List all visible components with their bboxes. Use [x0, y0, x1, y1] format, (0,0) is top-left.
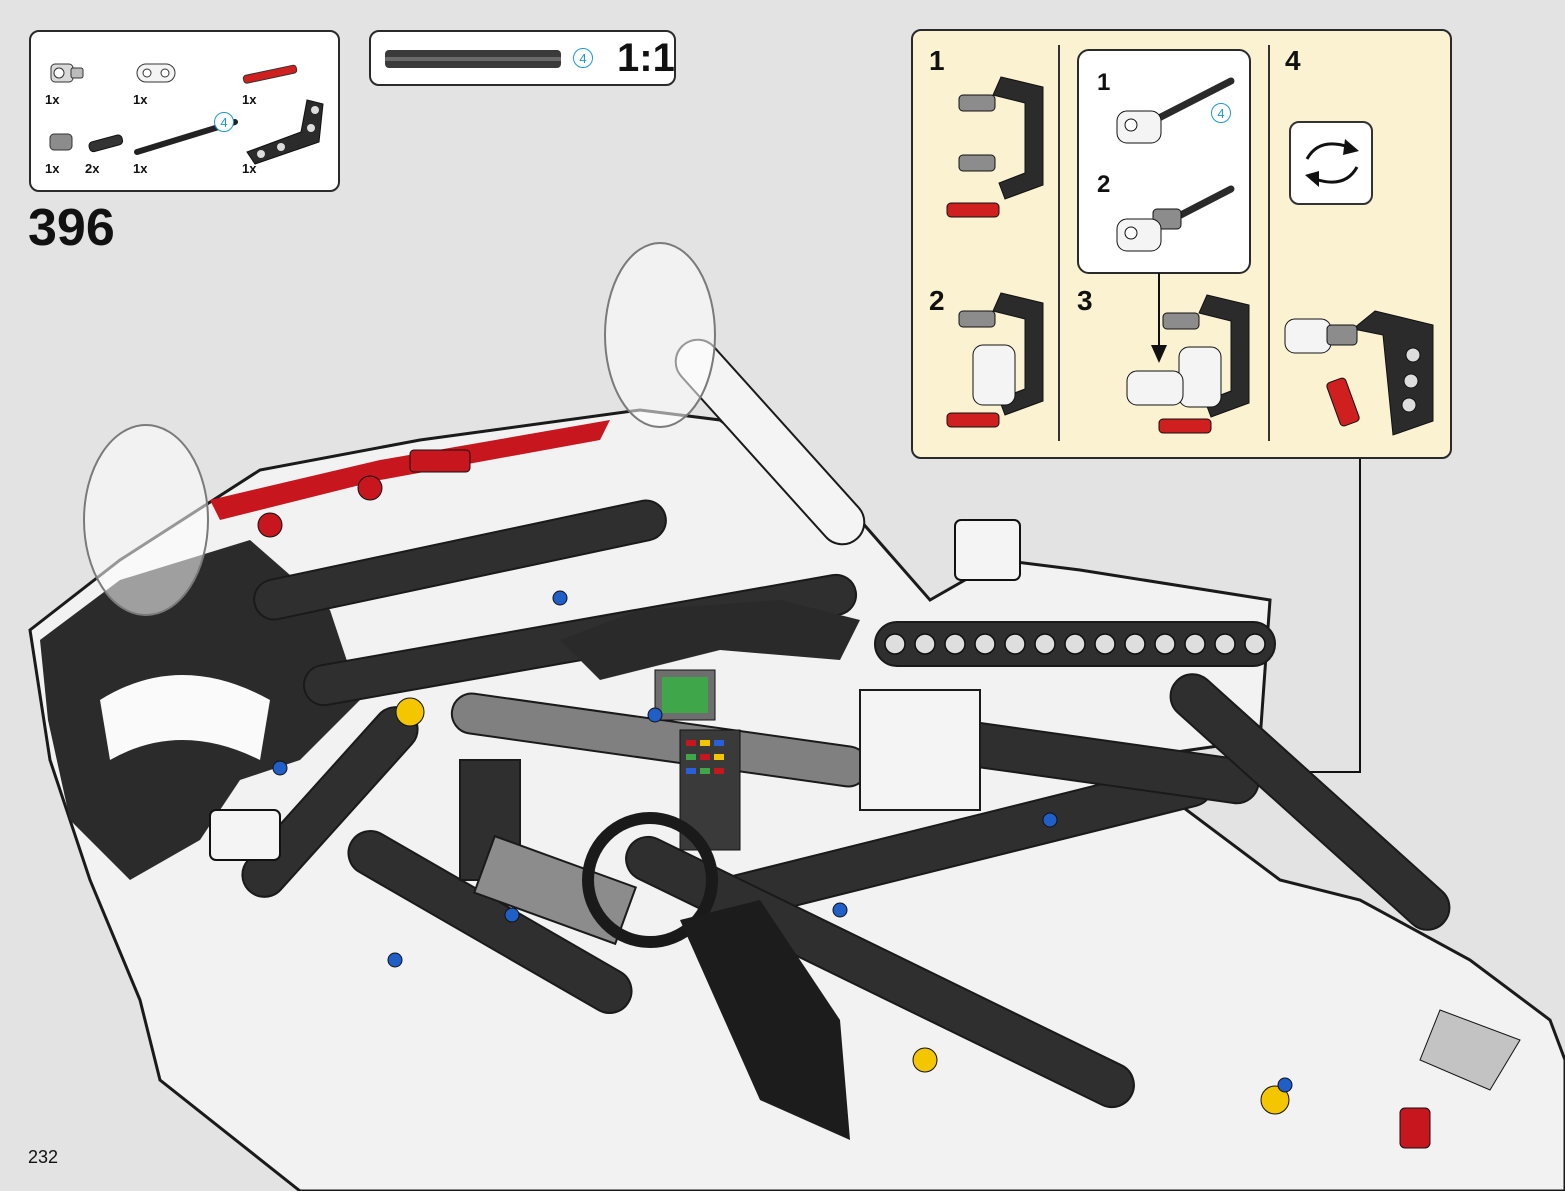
part-qty-2: 1x	[133, 92, 148, 107]
scale-reference-box: 4 1:1	[369, 30, 676, 86]
step-number: 396	[28, 199, 115, 257]
axle-length-badge: 4	[214, 112, 234, 132]
scale-axle-length-badge: 4	[573, 48, 593, 68]
inner-step-1-illustration	[1116, 77, 1235, 144]
rotate-model-icon	[1289, 121, 1373, 205]
callout-divider-1	[1058, 45, 1060, 441]
gray-bush-icon	[49, 133, 73, 151]
black-pin-icon	[88, 134, 124, 153]
red-axle-pin-icon	[242, 64, 298, 84]
inner-step-1-number: 1	[1097, 69, 1111, 96]
page-number: 232	[28, 1147, 59, 1167]
pin-connector-icon	[50, 63, 84, 83]
part-qty-4: 1x	[45, 161, 60, 176]
callout-divider-2	[1268, 45, 1270, 441]
part-qty-5: 2x	[85, 161, 100, 176]
part-qty-7: 1x	[242, 161, 257, 176]
substep-1-number: 1	[929, 45, 945, 76]
axle-scale-icon	[385, 50, 561, 68]
part-qty-1: 1x	[45, 92, 60, 107]
substep-4-illustration	[1284, 310, 1434, 436]
substep-1-illustration	[946, 76, 1044, 218]
substep-2-illustration	[946, 292, 1044, 428]
substep-callout: 1 2 3 4 1 2 4	[911, 29, 1452, 459]
substep-3-number: 3	[1077, 285, 1093, 316]
substep-4-number: 4	[1285, 45, 1301, 76]
white-beam-icon	[136, 63, 176, 83]
substep-2-number: 2	[929, 285, 945, 316]
parts-list-panel: 4 1x 1x 1x 1x 2x 1x 1x	[29, 30, 340, 192]
part-qty-3: 1x	[242, 92, 257, 107]
scale-ratio: 1:1	[617, 36, 675, 80]
substep-3-illustration	[1126, 294, 1250, 434]
inner-step-2-illustration	[1116, 185, 1235, 252]
inner-to-step3-arrow	[1151, 273, 1167, 363]
part-qty-6: 1x	[133, 161, 148, 176]
angle-beam-icon	[246, 99, 324, 165]
inner-substep-box: 1 2 4	[1077, 49, 1251, 274]
inner-axle-length-badge: 4	[1211, 103, 1231, 123]
inner-step-2-number: 2	[1097, 171, 1111, 198]
